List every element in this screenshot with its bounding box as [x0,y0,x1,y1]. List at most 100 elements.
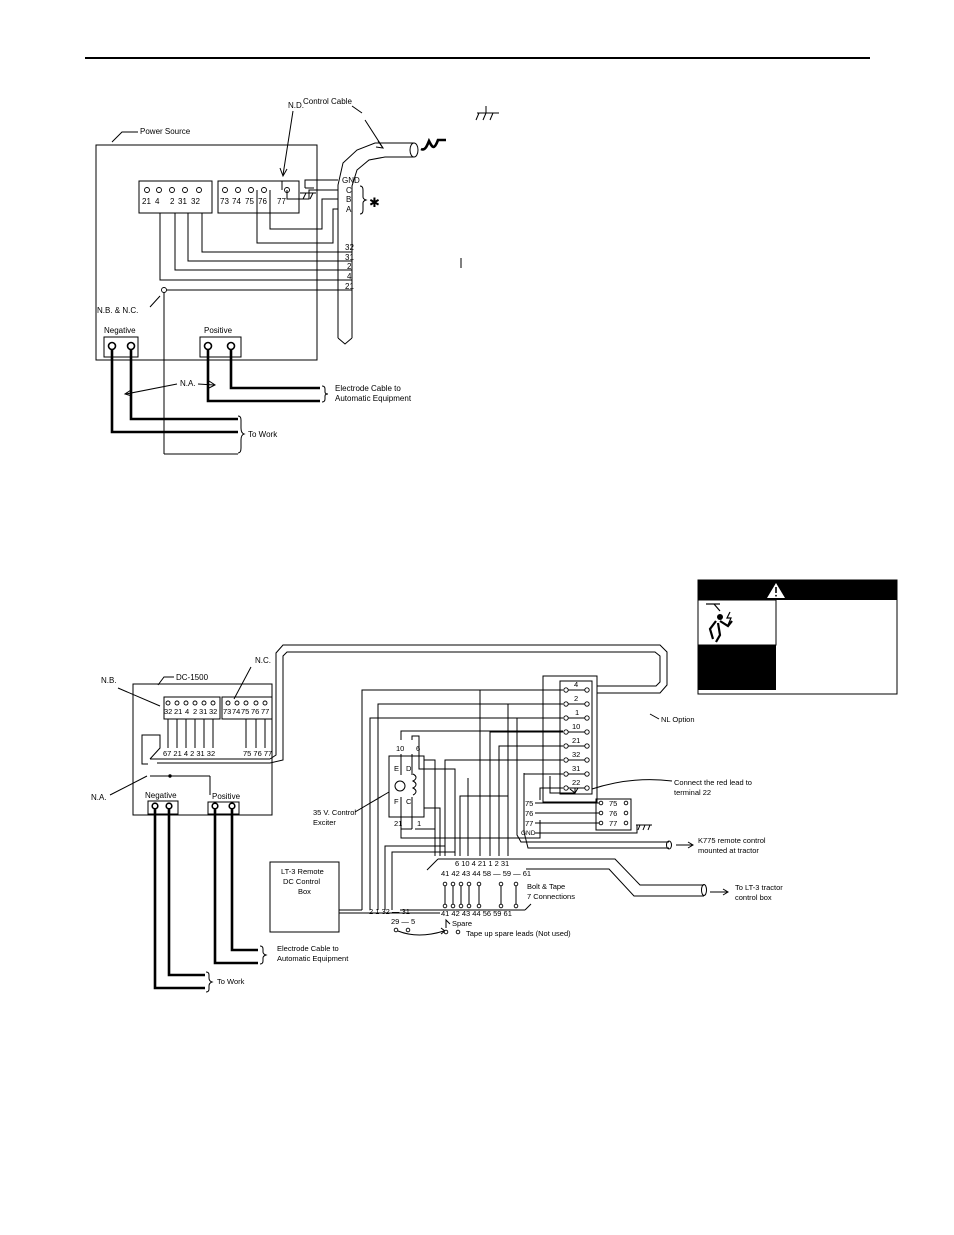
exciter-box [388,755,425,818]
exciter-label-1: 35 V. Control [313,808,356,817]
electrode-cable-label-1b: Automatic Equipment [335,394,412,403]
exciter-10: 10 [396,744,404,753]
cable-letter-a: A [346,205,352,214]
nl-option-strip-terminals [563,687,590,791]
control-cable-loop [269,644,668,760]
warning-box [697,579,898,695]
bolt-tape-label-2: 7 Connections [527,892,575,901]
cable-letter-b: B [346,195,351,204]
exciter-d: D [406,764,412,773]
nl-strip-label-4: 4 [574,680,578,689]
exciter-1: 1 [417,819,421,828]
dc1500-bottom-left-labels: 67 21 4 2 31 32 [163,749,215,758]
nbnc-label: N.B. & N.C. [97,306,138,315]
strip-2-label-74: 74 [232,197,241,206]
nb-label: N.B. [101,676,117,685]
k-terminal-77: 77 [609,819,617,828]
strip-1-terminals [144,187,202,193]
exciter-f: F [394,797,399,806]
cable-letter-gnd: GND [342,176,360,185]
k-left-gnd: GND [521,830,536,837]
lt3-label-1: LT-3 Remote [281,867,324,876]
lt3-lead-numbers: 2 1 32 — 31 [369,907,410,916]
ground-symbol-icon [475,106,499,121]
row-1-numbers: 41 42 43 44 58 — 59 — 61 [441,869,531,878]
dc1500-right-term-label-1: 74 [232,707,240,716]
exciter-c: C [406,797,412,806]
exciter-6: 6 [416,744,420,753]
lt3-label-3: Box [298,887,311,896]
nl-strip-label-1: 1 [575,708,579,717]
dc1500-left-terminals [165,700,216,706]
wire-label-4: 4 [347,272,352,281]
strip-2-terminals [222,187,290,193]
nc-label: N.C. [255,656,271,665]
k775-label-2: mounted at tractor [698,846,759,855]
lt3-label-2: DC Control [283,877,320,886]
exciter-21: 21 [394,819,402,828]
strip-2-label-75: 75 [245,197,254,206]
diagram-1: Control Cable Power Source N.D. 21 4 2 3… [95,97,499,455]
nl-option-label: NL Option [661,715,695,724]
dc1500-left-term-label-5: 32 [209,707,217,716]
lt3-tractor-label-1: To LT-3 tractor [735,883,783,892]
na-label-1: N.A. [180,379,196,388]
exciter-label-2: Exciter [313,818,336,827]
tape-up-label: Tape up spare leads (Not used) [466,929,571,938]
dc1500-left-term-label-0: 32 [164,707,172,716]
diagram-2: DC-1500 N.B. N.C. 32 21 4 2 31 32 73 74 … [91,644,783,993]
strip-1-label-31: 31 [178,197,187,206]
k-left-76: 76 [525,809,533,818]
electric-shock-icon [706,603,733,643]
strip-1-label-4: 4 [155,197,160,206]
nl-option-box [542,675,598,803]
dc1500-left-term-label-3: 2 [193,707,197,716]
dc1500-right-term-label-4: 77 [261,707,269,716]
spare-label: Spare [452,919,472,928]
dc1500-right-term-label-2: 75 [241,707,249,716]
k-terminal-76: 76 [609,809,617,818]
dc1500-bottom-right-labels: 75 76 77 [243,749,272,758]
negative-label-2: Negative [145,791,177,800]
nl-strip-label-22: 22 [572,778,580,787]
k775-label-1: K775 remote control [698,836,766,845]
strip-1-label-32: 32 [191,197,200,206]
spare-numbers: 29 — 5 [391,917,415,926]
lt3-control-box [269,861,340,933]
dc1500-label: DC-1500 [176,673,209,682]
dc1500-right-term-label-3: 76 [251,707,259,716]
to-work-label-2: To Work [217,977,245,986]
dc1500-left-term-label-1: 21 [174,707,182,716]
dc1500-box [132,683,273,816]
upper-lead-numbers: 6 10 4 21 1 2 31 [455,859,509,868]
wire-label-32: 32 [345,243,354,252]
wire-label-31: 31 [345,253,354,262]
strip-1-label-2: 2 [170,197,175,206]
nl-strip-label-31: 31 [572,764,580,773]
nl-strip-label-21: 21 [572,736,580,745]
nd-label: N.D. [288,101,304,110]
wire-label-21: 21 [345,282,354,291]
nl-strip-label-2: 2 [574,694,578,703]
to-work-label-1: To Work [248,430,278,439]
strip-1-label-21: 21 [142,197,151,206]
k-left-75: 75 [525,799,533,808]
dc1500-right-terminals [225,700,268,706]
nl-strip-label-32: 32 [572,750,580,759]
row-1-terminals [442,881,519,909]
dc1500-right-term-label-0: 73 [223,707,231,716]
dc1500-left-term-label-2: 4 [185,707,189,716]
cable-letter-c: C [346,186,352,195]
power-source-label: Power Source [140,127,191,136]
connect-red-label-1: Connect the red lead to [674,778,752,787]
nl-strip-label-10: 10 [572,722,580,731]
wire-label-2: 2 [347,262,352,271]
negative-label-1: Negative [104,326,136,335]
row-2-numbers: 41 42 43 44 56 59 61 [441,909,512,918]
lt3-tractor-label-2: control box [735,893,772,902]
na-label-2: N.A. [91,793,107,802]
bolt-tape-label-1: Bolt & Tape [527,882,565,891]
control-cable-label: Control Cable [303,97,352,106]
strip-2-label-76: 76 [258,197,267,206]
